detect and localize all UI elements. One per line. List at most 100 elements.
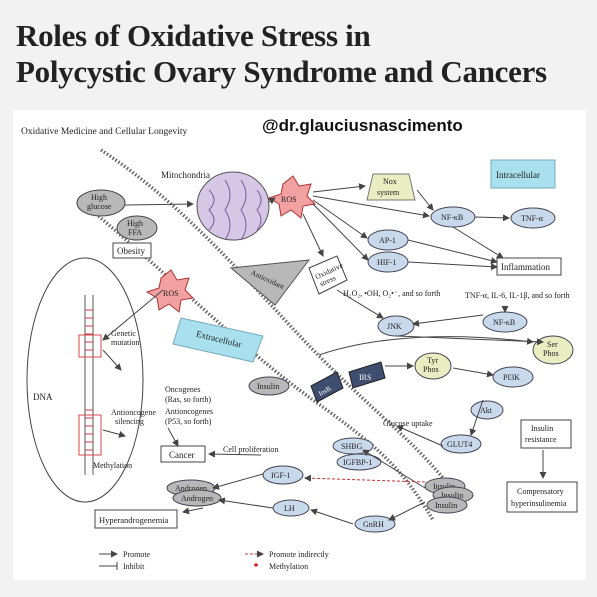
nfkb-mid-label: NF-κB <box>493 318 515 327</box>
pathway-diagram: Oxidative Medicine and Cellular Longevit… <box>21 127 578 571</box>
shbg-label: SHBG <box>341 442 363 451</box>
membrane-chain-upper <box>100 148 455 492</box>
tyr-phos-node <box>414 352 452 380</box>
hyperandrogenemia-label: Hyperandrogenemia <box>99 515 169 525</box>
ros-top-label: ROS <box>281 195 297 204</box>
nox-label-2: system <box>377 188 400 197</box>
antionco-label-2: silencing <box>115 417 144 426</box>
antioxidant-triangle <box>229 259 311 306</box>
irs-label: IRS <box>359 373 371 382</box>
akt-node <box>470 400 504 420</box>
dna-label: DNA <box>33 392 53 402</box>
glucose-uptake-label: Glucose uptake <box>383 419 433 428</box>
title-line-1: Roles of Oxidative Stress in <box>16 18 371 53</box>
akt-label: Akt <box>480 406 493 415</box>
antionco-label-4: (P53, so forth) <box>165 417 212 426</box>
antionco-label-3: Antioncogenes <box>165 407 213 416</box>
ser-label-1: Ser <box>547 340 558 349</box>
cancer-box <box>160 445 206 463</box>
cytokines-text: TNF-α, IL-6, IL-1β, and so forth <box>465 291 570 300</box>
dna-rungs <box>85 309 93 451</box>
ap1-label: AP-1 <box>379 236 396 245</box>
hif1-label: HIF-1 <box>377 258 397 267</box>
journal-name: Oxidative Medicine and Cellular Longevit… <box>21 127 187 137</box>
insulin-right-label-2: Insulin <box>441 491 463 500</box>
extracellular-box <box>172 317 264 363</box>
onco-label-1: Oncogenes <box>165 385 201 394</box>
pi3k-label: PI3K <box>503 373 520 382</box>
hyperandrogenemia-box <box>94 509 178 529</box>
genetic-label-2: mutation <box>111 338 139 347</box>
high-ffa-node <box>116 215 158 241</box>
insulin-right-label-3: Insulin <box>435 501 457 510</box>
obesity-box <box>112 242 152 259</box>
gnrh-node <box>354 515 396 533</box>
igfbp1-node <box>336 453 382 471</box>
page-title: Roles of Oxidative Stress in Polycystic … <box>16 18 586 90</box>
methylation-box <box>78 414 102 456</box>
tyr-label-1: Tyr <box>427 356 438 365</box>
insulin-resistance-box <box>520 419 572 449</box>
ros-left-label: ROS <box>163 289 179 298</box>
title-line-2: Polycystic Ovary Syndrome and Cancers <box>16 54 547 89</box>
ser-label-2: Phos <box>543 349 559 358</box>
tnfa-node <box>510 207 556 229</box>
mitochondria-label: Mitochondria <box>161 170 210 180</box>
cell-proliferation-label: Cell proliferation <box>223 445 278 454</box>
compensatory-label-1: Compensatory <box>517 487 564 496</box>
insulin-left-label: Insulin <box>257 382 279 391</box>
high-ffa-text-1: High <box>127 219 143 228</box>
genetic-label-1: Genetic <box>111 329 136 338</box>
androgen-label-1: Androgen <box>175 484 207 493</box>
legend-promote-indirectly: Promote indirectly <box>269 550 329 559</box>
lh-label: LH <box>284 504 295 513</box>
high-glucose-text-1: High <box>91 193 107 202</box>
ins-res-label-1: Insulin <box>531 424 553 433</box>
insulin-left-node <box>248 376 290 396</box>
intracellular-label: Intracellular <box>496 170 540 180</box>
insulin-right-label-1: Insulin <box>433 482 455 491</box>
intracellular-box <box>490 159 556 189</box>
onco-label-2: (Ras, so forth) <box>165 395 211 404</box>
pathway-arrows <box>102 183 547 525</box>
insulin-receptor <box>310 371 344 403</box>
compensatory-box <box>506 481 578 513</box>
mitochondria-organelle <box>196 171 270 241</box>
high-glucose-node <box>76 189 126 217</box>
tyr-label-2: Phos <box>423 365 439 374</box>
high-ffa-text-2: FFA <box>128 228 142 237</box>
legend-methylation: Methylation <box>269 562 308 571</box>
jnk-label: JNK <box>387 322 402 331</box>
high-glucose-text-2: glucose <box>87 202 112 211</box>
obesity-label: Obesity <box>117 246 145 256</box>
gnrh-label: GnRH <box>363 520 384 529</box>
oxidative-stress-box <box>308 255 348 295</box>
nfkb-top-label: NF-κB <box>441 213 463 222</box>
irs-node <box>348 361 386 389</box>
nox-label-1: Nox <box>383 177 397 186</box>
igf1-label: IGF-1 <box>271 471 291 480</box>
glut4-node <box>440 434 482 454</box>
insulin-right-node-3 <box>426 496 468 514</box>
antionco-label-1: Antioncogene <box>111 408 156 417</box>
legend-promote: Promote <box>123 550 151 559</box>
tnfa-label: TNF-α <box>521 214 544 223</box>
legend-inhibit: Inhibit <box>123 562 145 571</box>
ins-res-label-2: resistance <box>525 435 557 444</box>
promote-indirectly-arrow <box>304 474 426 483</box>
compensatory-label-2: hyperinsulinemia <box>511 499 567 508</box>
legend: Promote Inhibit Promote indirectly Methy… <box>99 550 329 571</box>
mutation-box <box>78 334 102 358</box>
dna-helix <box>84 295 94 475</box>
igf1-node <box>262 465 304 485</box>
cancer-label: Cancer <box>169 450 194 460</box>
nox-system-box <box>366 173 416 201</box>
inflammation-label: Inflammation <box>501 262 550 272</box>
androgen-label-2: Androgen <box>181 494 213 503</box>
diagram-panel: Oxidative Medicine and Cellular Longevit… <box>13 110 586 580</box>
watermark-handle: @dr.glauciusnascimento <box>262 116 463 135</box>
glut4-label: GLUT4 <box>447 440 472 449</box>
igfbp1-label: IGFBP-1 <box>343 458 372 467</box>
membrane-chain-lower <box>83 203 435 521</box>
